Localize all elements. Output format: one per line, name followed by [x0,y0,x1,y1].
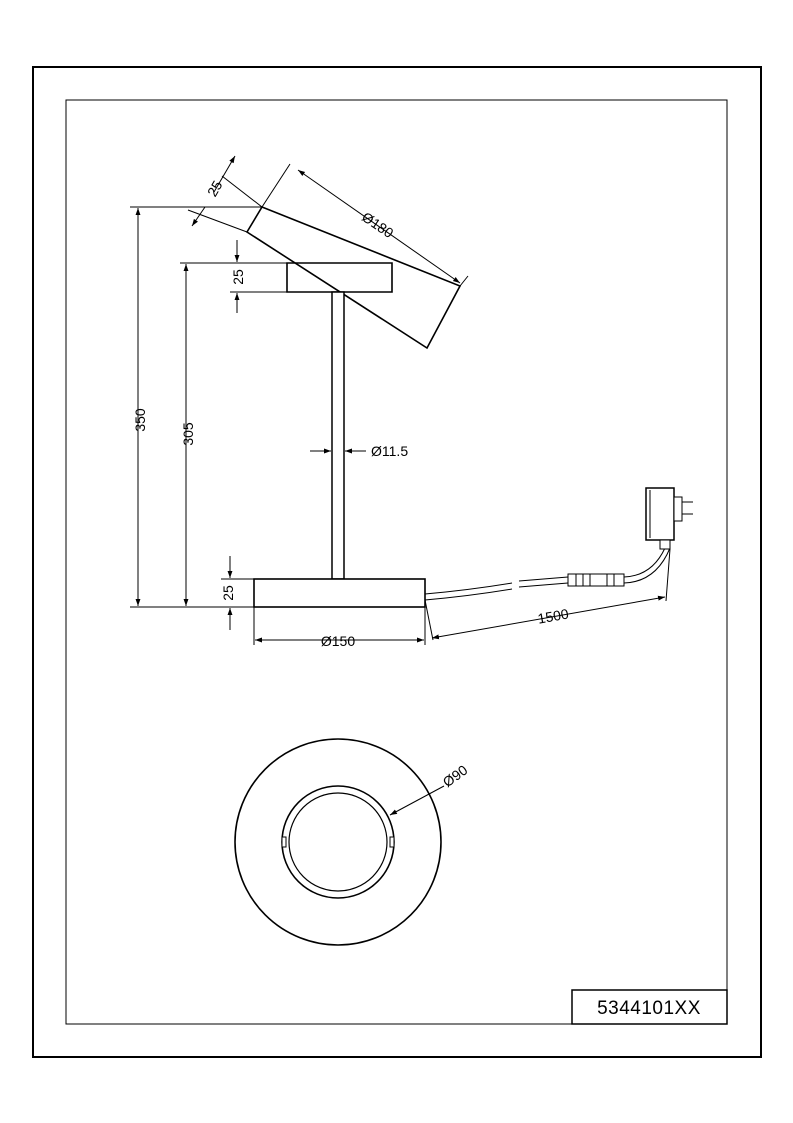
dim-label-base-diameter: Ø150 [321,633,355,649]
lamp-top-view: Ø90 [234,738,471,946]
cable-connector [567,573,625,587]
dim-label-light-ring-diameter: Ø90 [440,762,471,791]
ring-notch-left [281,836,287,848]
dim-label-stem-height: 305 [180,422,196,446]
dim-label-mount-thickness: 25 [230,269,246,285]
power-adapter [645,487,693,550]
ring-notch-right [389,836,395,848]
title-block: 5344101XX [571,989,728,1025]
dim-label-total-height: 350 [132,408,148,432]
lamp-head [245,206,462,350]
power-cable [424,547,671,601]
dim-label-base-thickness: 25 [220,585,236,601]
dim-cable-length: 1500 [424,548,671,641]
dim-label-head-diameter: Ø180 [359,209,397,242]
dim-mount-thickness: 25 [230,240,287,313]
dim-head-thickness: 25 [187,155,263,233]
lamp-side-view: 25 Ø180 350 305 25 [130,155,693,649]
dim-base-diameter: Ø150 [253,607,426,649]
dim-label-stem-diameter: Ø11.5 [371,443,408,459]
dim-base-thickness: 25 [220,556,254,630]
title-box [571,989,728,1025]
lamp-stem [331,291,345,580]
lamp-base [253,578,426,608]
inner-frame [65,99,728,1025]
dim-stem-height: 305 [180,262,287,606]
dim-label-cable-length: 1500 [536,605,570,626]
dim-stem-diameter: Ø11.5 [310,443,408,459]
outer-frame [32,66,762,1058]
top-view-light-ring-inner [288,792,388,892]
dim-total-height: 350 [130,206,262,608]
part-number: 5344101XX [597,998,701,1019]
dim-label-head-thickness: 25 [204,178,226,200]
